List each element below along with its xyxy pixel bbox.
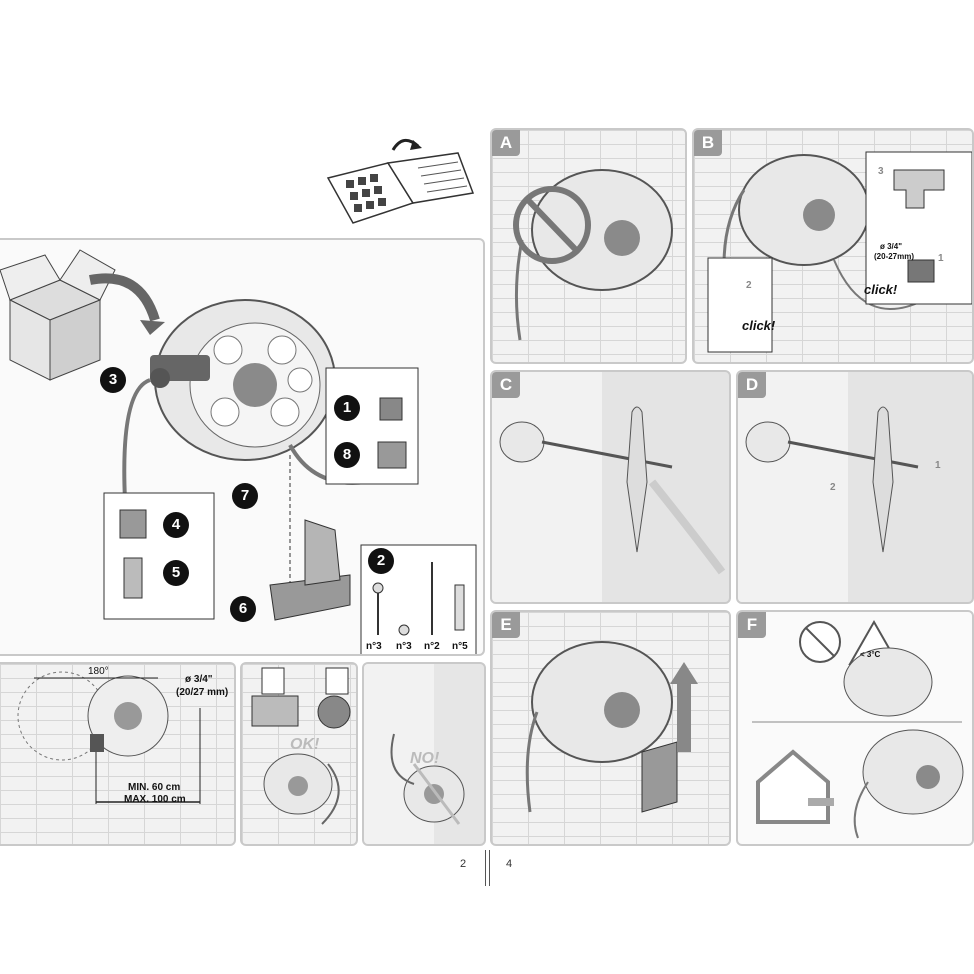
mount-distance-panel: 180° ø 3/4" (20/27 mm) MIN. 60 cm MAX. 1… <box>0 662 236 846</box>
anchor-label: n°5 <box>452 641 468 652</box>
callout-6: 6 <box>230 596 256 622</box>
diameter-mm-label: (20/27 mm) <box>176 687 229 698</box>
panel-d: D 1 2 <box>736 370 974 604</box>
panel-b-click-1: click! <box>864 282 898 297</box>
washer-label: n°3 <box>396 641 412 652</box>
panel-b-diameter-mm: (20-27mm) <box>874 252 915 261</box>
panel-a: A <box>490 128 687 364</box>
screw-label: n°3 <box>366 641 382 652</box>
panel-c: C <box>490 370 731 604</box>
panel-b-click-2: click! <box>742 318 776 333</box>
panel-d-tag: D <box>738 372 766 398</box>
panel-b-step-2: 2 <box>746 280 752 291</box>
panel-c-tag: C <box>492 372 520 398</box>
callout-8: 8 <box>334 442 360 468</box>
assembly-panel: 3 1 8 7 4 5 2 6 n°3 n°3 n°2 n°5 <box>0 238 485 656</box>
panel-b-step-3: 3 <box>878 166 884 177</box>
panel-f: F < 3°C <box>736 610 974 846</box>
callout-1: 1 <box>334 395 360 421</box>
callout-7: 7 <box>232 483 258 509</box>
no-wall-panel: NO! <box>362 662 486 846</box>
max-distance-label: MAX. 100 cm <box>124 794 186 805</box>
panel-b-tag: B <box>694 130 722 156</box>
callout-4: 4 <box>163 512 189 538</box>
page-number-right: 4 <box>506 858 513 870</box>
angle-label: 180° <box>88 666 109 677</box>
panel-d-step-2: 2 <box>830 482 836 493</box>
panel-e: E <box>490 610 731 846</box>
min-distance-label: MIN. 60 cm <box>128 782 181 793</box>
callout-5: 5 <box>163 560 189 586</box>
callout-2: 2 <box>368 548 394 574</box>
ok-label: OK! <box>290 736 320 753</box>
panel-b-diameter: ø 3/4" <box>880 242 903 251</box>
callout-3: 3 <box>100 367 126 393</box>
panel-f-tag: F <box>738 612 766 638</box>
no-label: NO! <box>410 750 440 767</box>
pin-label: n°2 <box>424 641 440 652</box>
panel-e-tag: E <box>492 612 520 638</box>
panel-f-temp: < 3°C <box>860 650 881 659</box>
panel-a-tag: A <box>492 130 520 156</box>
manual-illustration <box>318 128 478 228</box>
panel-b: B ø 3/4" (20-27mm) click! click! 1 2 3 <box>692 128 974 364</box>
diameter-label: ø 3/4" <box>185 674 213 685</box>
panel-d-step-1: 1 <box>935 460 941 471</box>
ok-wall-panel: OK! <box>240 662 358 846</box>
panel-b-step-1: 1 <box>938 253 944 264</box>
page-number-left: 2 <box>460 858 467 870</box>
